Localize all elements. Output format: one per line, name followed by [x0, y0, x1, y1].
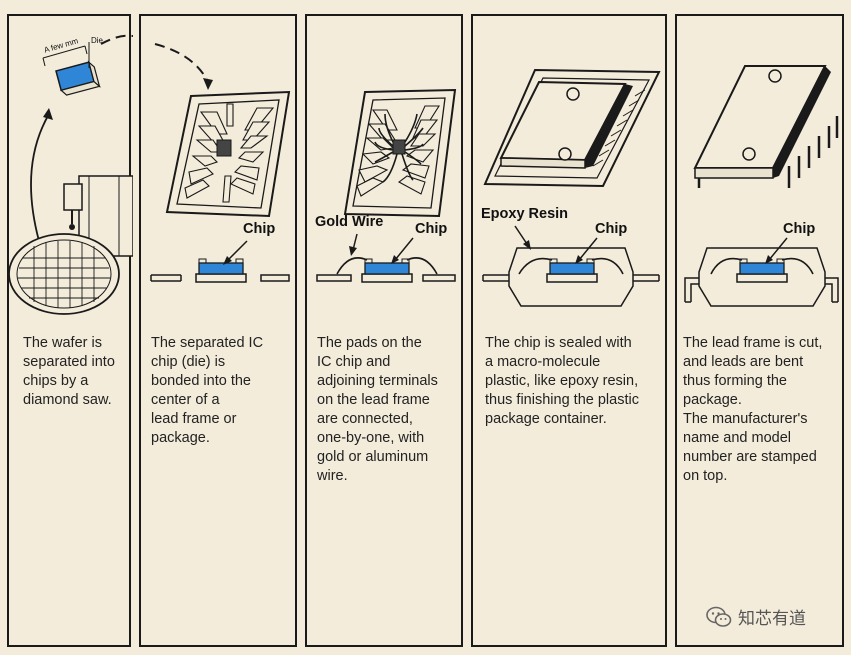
die-bond-cross-section: [150, 240, 290, 283]
panel-trim-and-form: Chip The lead frame is cut, and leads ar…: [675, 14, 844, 647]
trim-form-illustration: [684, 65, 839, 307]
die-bonding-illustration: [150, 43, 291, 283]
caption-trim-and-form: The lead frame is cut, and leads are ben…: [683, 335, 823, 484]
encapsulation-cross-section: [482, 225, 660, 307]
chip-label: Chip: [783, 221, 816, 237]
wechat-icon: [706, 606, 732, 627]
wire-bond-cross-section: [316, 233, 456, 283]
caption-encapsulation: The chip is sealed with a macro-molecule…: [485, 335, 639, 427]
lead-frame-icon: [165, 90, 291, 218]
panel-wafer-dicing: A few mm Die The wafer is separated into…: [7, 14, 133, 647]
die-icon: [55, 60, 101, 96]
finished-package-icon: [693, 65, 839, 188]
wafer-dicing-illustration: [9, 34, 133, 315]
die-label: Die: [91, 36, 104, 45]
gold-wire-label: Gold Wire: [315, 214, 384, 230]
epoxy-resin-label: Epoxy Resin: [481, 206, 569, 222]
encapsulated-frame-icon: [483, 68, 661, 188]
caption-wafer-dicing: The wafer is separated into chips by a d…: [23, 335, 115, 408]
encapsulation-illustration: [482, 68, 661, 307]
watermark: 知芯有道: [706, 604, 806, 629]
caption-wire-bonding: The pads on the IC chip and adjoining te…: [317, 335, 438, 484]
watermark-text: 知芯有道: [738, 609, 806, 629]
panel-encapsulation: Epoxy Resin Chip The chip is sealed with…: [471, 14, 667, 647]
panel-wire-bonding: Gold Wire Chip The pads on the IC chip a…: [305, 14, 463, 647]
chip-label: Chip: [243, 221, 276, 237]
chip-label: Chip: [415, 221, 448, 237]
wafer-icon: [9, 233, 120, 315]
wire-bonded-frame-icon: [343, 88, 457, 218]
chip-label: Chip: [595, 221, 628, 237]
trim-form-cross-section: [684, 237, 839, 307]
panel-die-bonding: Chip The separated IC chip (die) is bond…: [139, 14, 297, 647]
caption-die-bonding: The separated IC chip (die) is bonded in…: [151, 335, 264, 446]
wire-bonding-illustration: [316, 88, 457, 283]
